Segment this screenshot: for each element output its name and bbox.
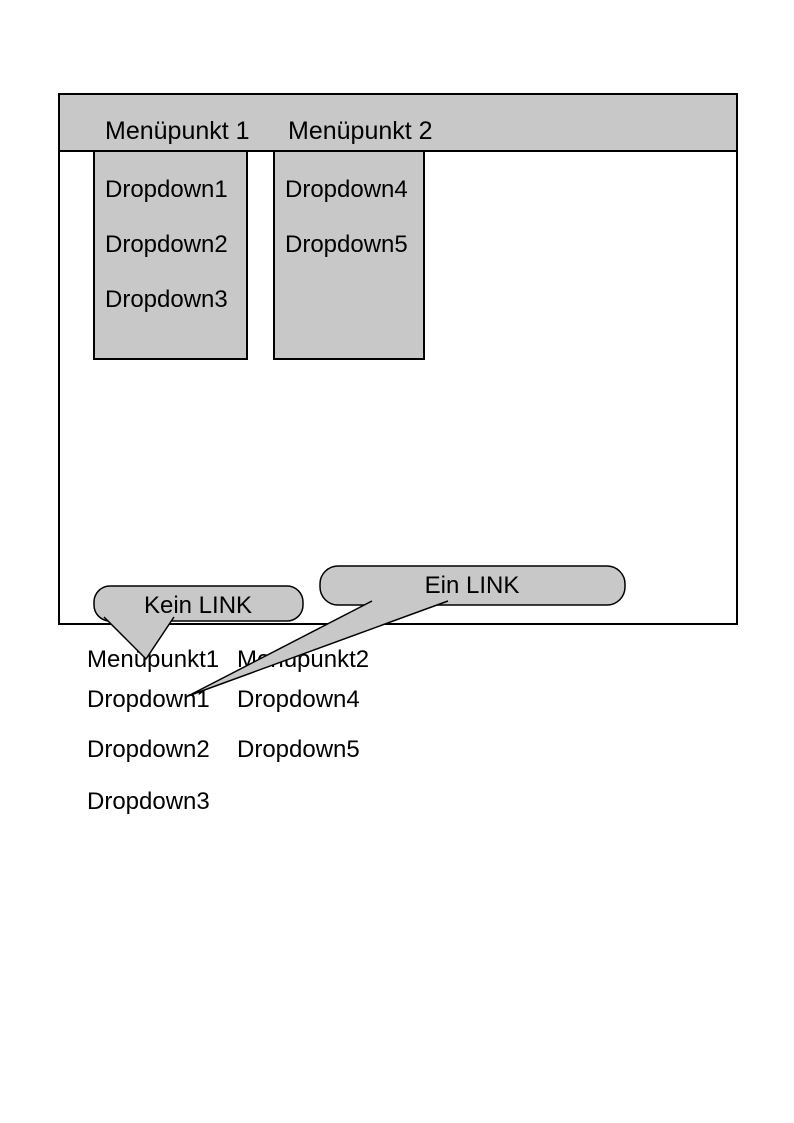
mockup-dropdown-item: Dropdown2 bbox=[105, 231, 228, 258]
mockup-menu-bar bbox=[58, 93, 738, 152]
sitemap-dropdown-item: Dropdown1 bbox=[87, 686, 210, 713]
callout-tail bbox=[187, 600, 449, 697]
sitemap-dropdown-item: Dropdown5 bbox=[237, 736, 360, 763]
mockup-dropdown-item: Dropdown4 bbox=[285, 176, 408, 203]
callout-bubble bbox=[319, 565, 626, 606]
callout-kein-link: Kein LINK bbox=[93, 585, 304, 660]
callout-bubble bbox=[93, 585, 304, 622]
sitemap-dropdown-item: Dropdown4 bbox=[237, 686, 360, 713]
mockup-menu-item-1: Menüpunkt 1 bbox=[105, 117, 250, 145]
sitemap-menu-item-1: Menüpunkt1 bbox=[87, 646, 220, 673]
mockup-dropdown-panel-2 bbox=[273, 150, 425, 360]
callout-tail bbox=[103, 616, 175, 660]
callout-ein-link: Ein LINK bbox=[187, 565, 626, 697]
callout-label: Ein LINK bbox=[425, 572, 520, 599]
mockup-dropdown-item: Dropdown5 bbox=[285, 231, 408, 258]
mockup-menu-item-2: Menüpunkt 2 bbox=[288, 117, 433, 145]
sitemap-dropdown-item: Dropdown3 bbox=[87, 788, 210, 815]
callout-label: Kein LINK bbox=[144, 592, 252, 619]
sitemap-dropdown-item: Dropdown2 bbox=[87, 736, 210, 763]
mockup-dropdown-item: Dropdown1 bbox=[105, 176, 228, 203]
mockup-dropdown-panel-1 bbox=[93, 150, 248, 360]
mockup-dropdown-item: Dropdown3 bbox=[105, 286, 228, 313]
